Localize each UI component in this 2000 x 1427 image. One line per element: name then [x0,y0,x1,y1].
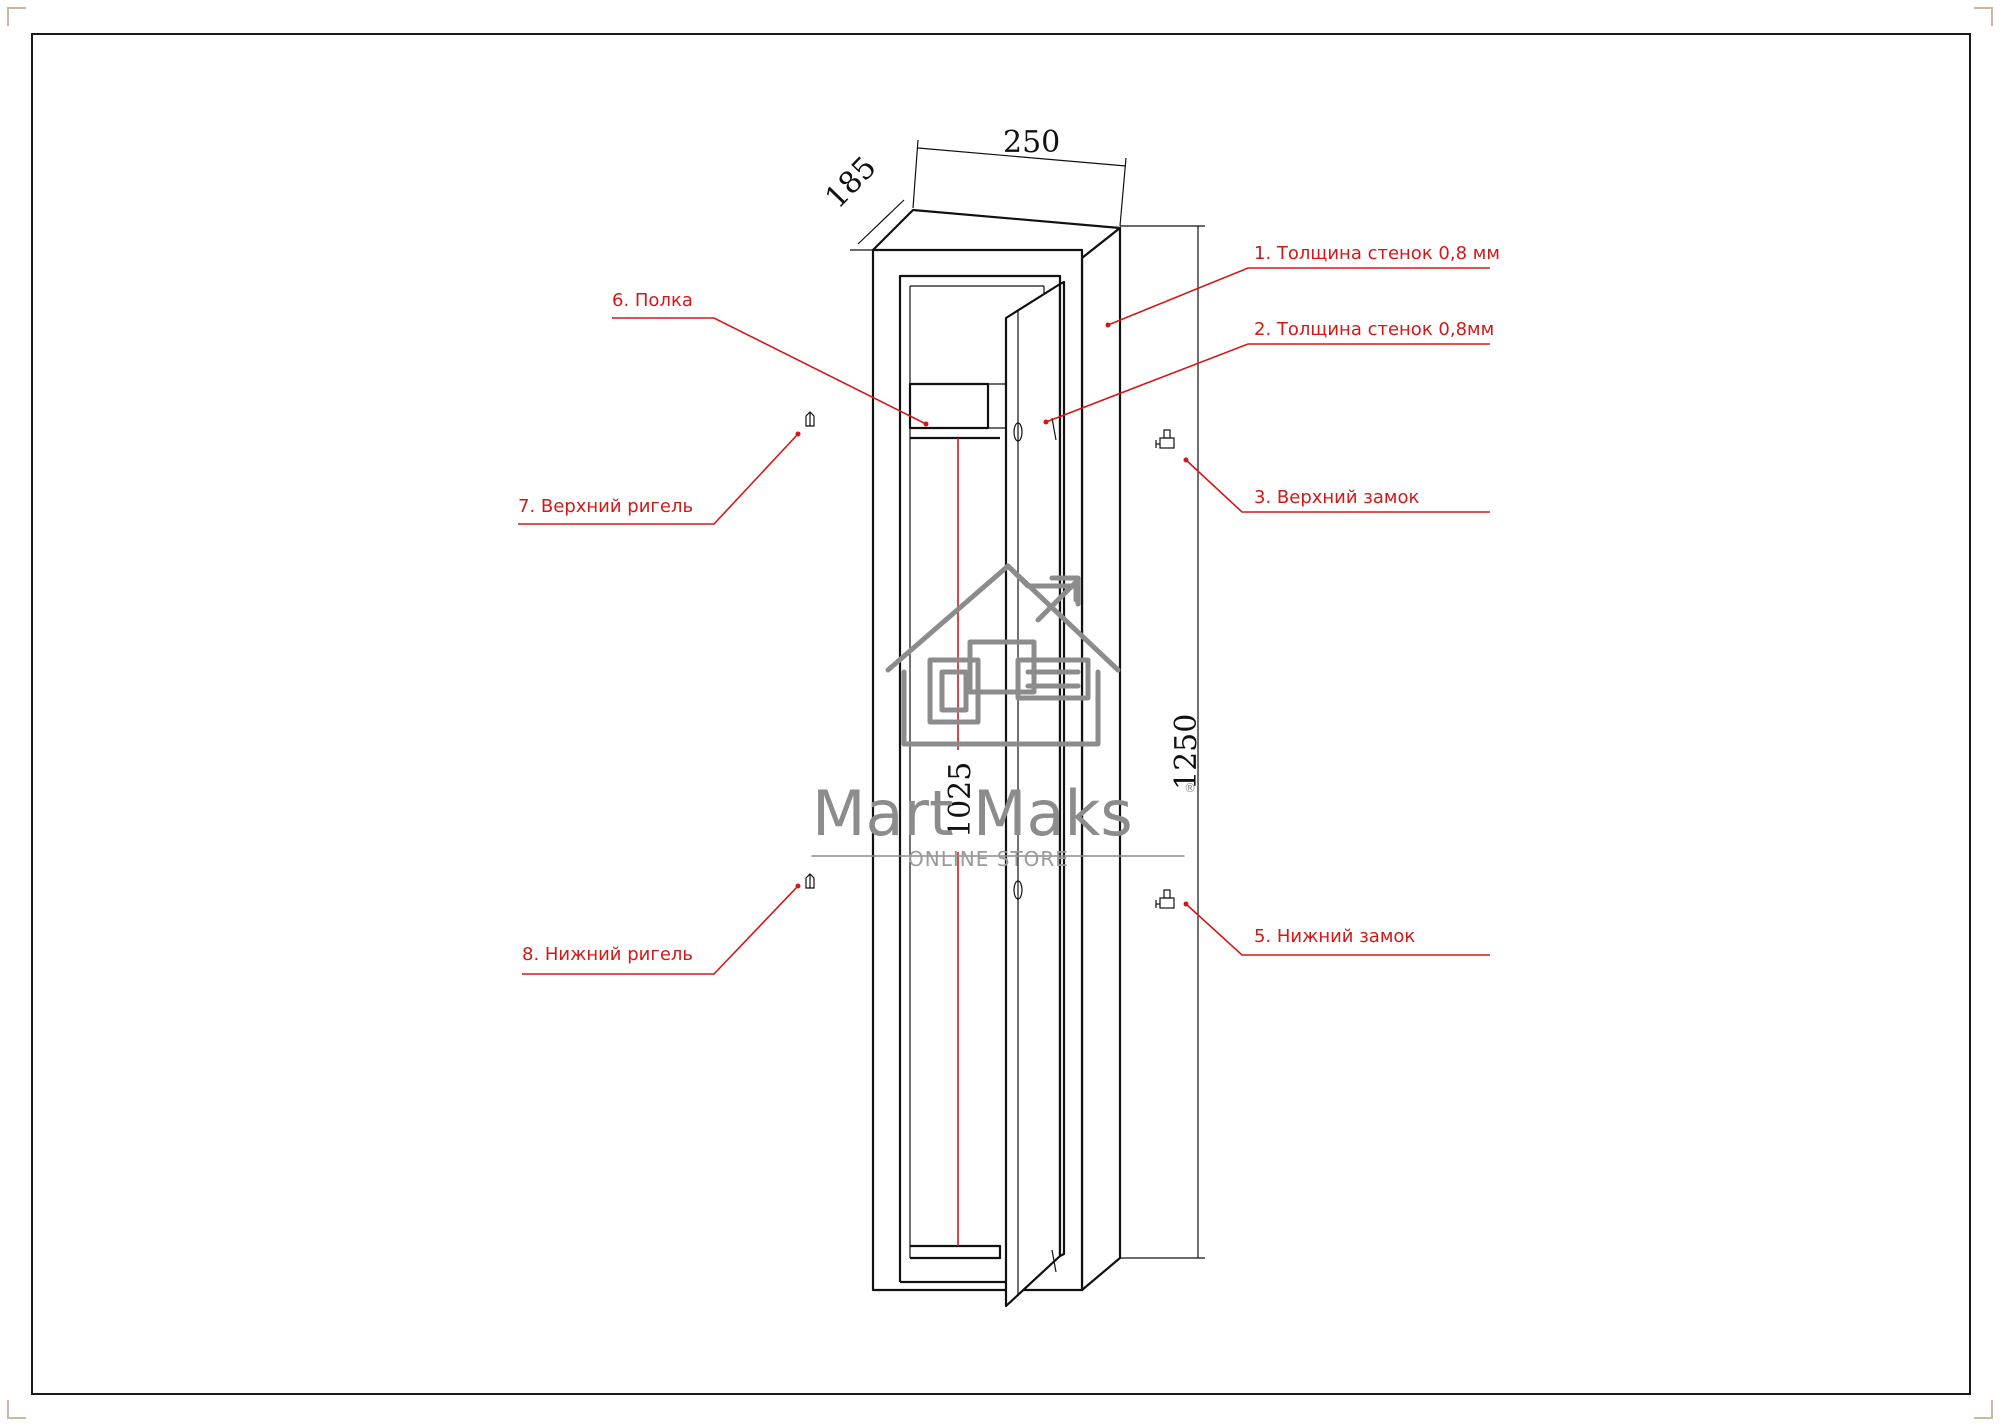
callout-5-label: 5. Нижний замок [1254,926,1415,947]
upper-bolt-part [805,411,815,427]
callout-7-label: 7. Верхний ригель [518,496,693,517]
callout-7: 7. Верхний ригель [518,431,801,525]
watermark-logo: Mart Maks ® ONLINE STORE [811,563,1196,871]
height-label: 1250 [1169,714,1204,790]
callout-8: 8. Нижний ригель [522,883,801,975]
callout-5: 5. Нижний замок [1183,901,1490,956]
dimension-height: 1250 [1120,225,1205,1259]
callout-8-label: 8. Нижний ригель [522,944,693,965]
corner-marks [7,7,1993,1419]
watermark-registered: ® [1184,781,1196,795]
lower-lock-part [1155,889,1175,909]
depth-label: 185 [819,150,884,216]
callout-1-label: 1. Толщина стенок 0,8 мм [1254,243,1500,264]
callout-6: 6. Полка [612,290,929,427]
door-upper-lock-hole [1013,422,1023,442]
cabinet-side-face [1080,226,1122,1292]
watermark-brand: Mart Maks [812,777,1133,850]
callout-3: 3. Верхний замок [1183,457,1490,513]
width-label: 250 [1003,125,1060,160]
callout-6-label: 6. Полка [612,290,693,311]
dimension-inner-height: 1025 [943,438,978,1246]
upper-lock-part [1155,429,1175,449]
callout-1: 1. Толщина стенок 0,8 мм [1105,243,1500,328]
callout-2: 2. Толщина стенок 0,8мм [1043,319,1494,425]
callout-3-label: 3. Верхний замок [1254,487,1419,508]
page-frame [31,33,1971,1395]
door-lower-lock-hole [1013,880,1023,900]
dimension-width: 250 [912,125,1127,227]
safe-cabinet [871,208,1122,1308]
watermark-subtitle: ONLINE STORE [908,847,1069,871]
inner-height-label: 1025 [943,762,978,838]
lower-bolt-part [805,873,815,889]
callout-2-label: 2. Толщина стенок 0,8мм [1254,319,1494,340]
